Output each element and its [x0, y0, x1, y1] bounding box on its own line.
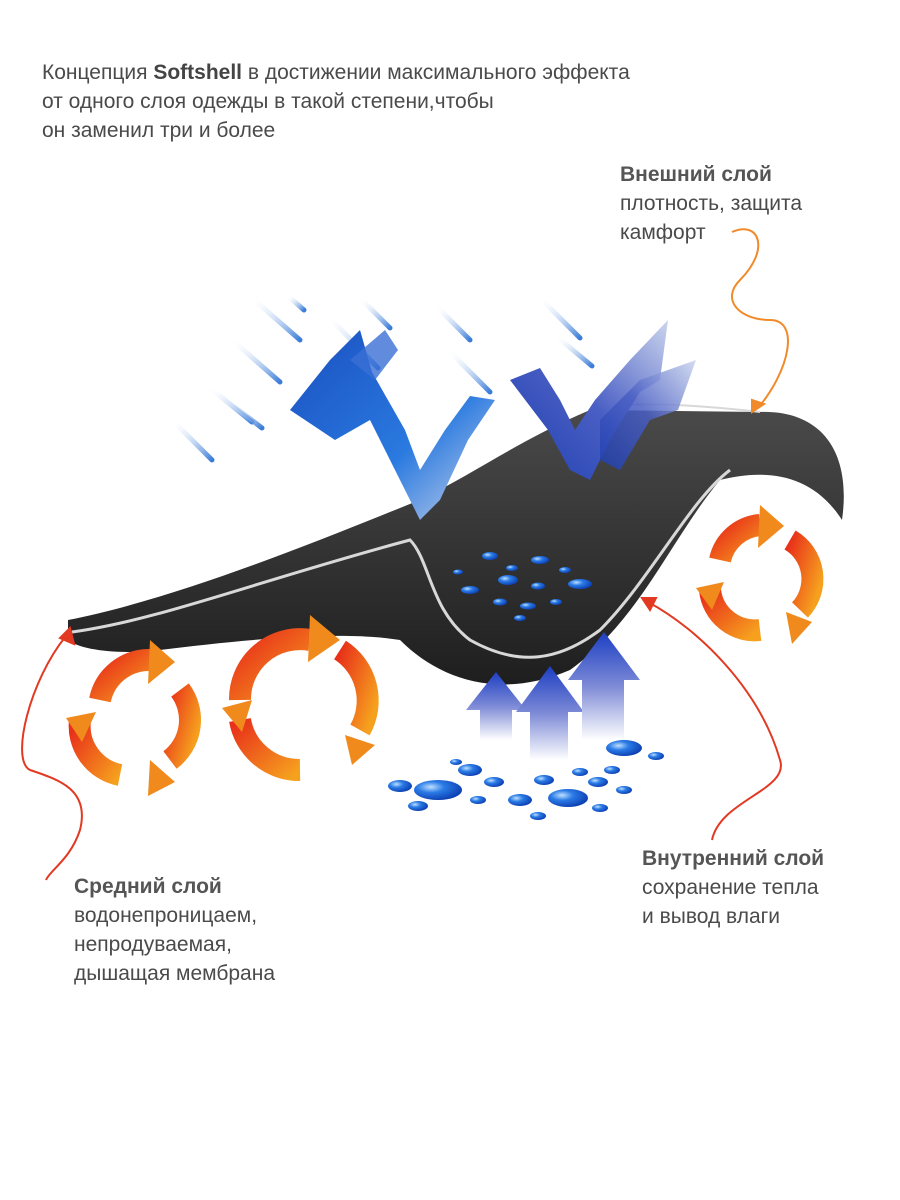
outer-layer-leader: [730, 228, 789, 409]
inner-layer-line-2: и вывод влаги: [642, 905, 781, 928]
middle-layer-line-2: непродуваемая,: [74, 933, 232, 956]
intro-line-1: Концепция Softshell в достижении максима…: [42, 61, 630, 84]
brand-name: Softshell: [153, 61, 243, 84]
middle-layer-line-3: дышащая мембрана: [74, 962, 276, 985]
intro-text: Концепция Softshell в достижении максима…: [42, 58, 802, 145]
inner-layer-leader: [647, 601, 782, 841]
middle-layer-label: Средний слой водонепроницаем, непродувае…: [74, 872, 275, 988]
outer-layer-line-2: камфорт: [620, 221, 706, 244]
inner-layer-label: Внутренний слой сохранение тепла и вывод…: [642, 844, 824, 931]
intro-line-3: он заменил три и более: [42, 119, 276, 142]
moisture-droplets: [388, 740, 664, 820]
fabric-edge-line: [71, 468, 731, 659]
heat-arrowheads: [66, 505, 812, 796]
wind-deflection-arrows: [290, 320, 696, 520]
outer-layer-label: Внешний слой плотность, защита камфорт: [620, 160, 802, 247]
outer-layer-title: Внешний слой: [620, 163, 772, 186]
middle-layer-title: Средний слой: [74, 875, 222, 898]
inner-layer-line-1: сохранение тепла: [642, 876, 819, 899]
middle-layer-line-1: водонепроницаем,: [74, 904, 258, 927]
membrane-droplets: [453, 552, 592, 621]
middle-layer-leader: [21, 635, 83, 881]
moisture-vapor-arrows: [466, 632, 640, 760]
leader-lines: [21, 228, 789, 881]
outer-layer-line-1: плотность, защита: [620, 192, 803, 215]
intro-line-2: от одного слоя одежды в такой степени,чт…: [42, 90, 494, 113]
inner-layer-title: Внутренний слой: [642, 847, 825, 870]
